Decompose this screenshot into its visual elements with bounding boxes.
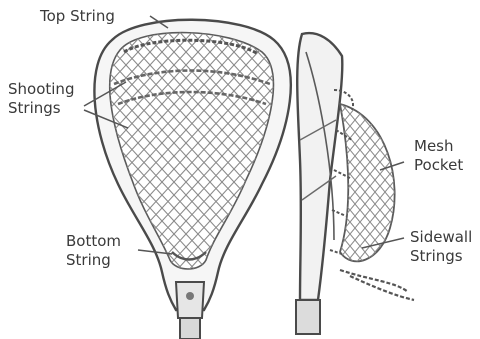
throat-screw-hole — [186, 292, 194, 300]
side-frame — [297, 33, 342, 300]
mesh-pocket-label-line1: Mesh — [414, 137, 463, 156]
shooting-strings-label-line2: Strings — [8, 99, 74, 118]
top-string-label: Top String — [40, 7, 115, 26]
shooting-strings-label-line1: Shooting — [8, 80, 74, 99]
front-head — [94, 20, 295, 339]
bottom-string-label-line1: Bottom — [66, 232, 121, 251]
mesh-pocket-label: Mesh Pocket — [414, 137, 463, 175]
side-head — [296, 33, 414, 334]
shooting-strings-label: Shooting Strings — [8, 80, 74, 118]
sidewall-strings-label: Sidewall Strings — [410, 228, 472, 266]
sidewall-strings-label-line1: Sidewall — [410, 228, 472, 247]
bottom-string-label-line2: String — [66, 251, 121, 270]
mesh-pocket-label-line2: Pocket — [414, 156, 463, 175]
bottom-string-label: Bottom String — [66, 232, 121, 270]
sidewall-strings-label-line2: Strings — [410, 247, 472, 266]
side-string-tails — [340, 270, 414, 300]
side-handle — [296, 300, 320, 334]
front-handle — [180, 318, 200, 339]
top-string-label-text: Top String — [40, 7, 115, 26]
